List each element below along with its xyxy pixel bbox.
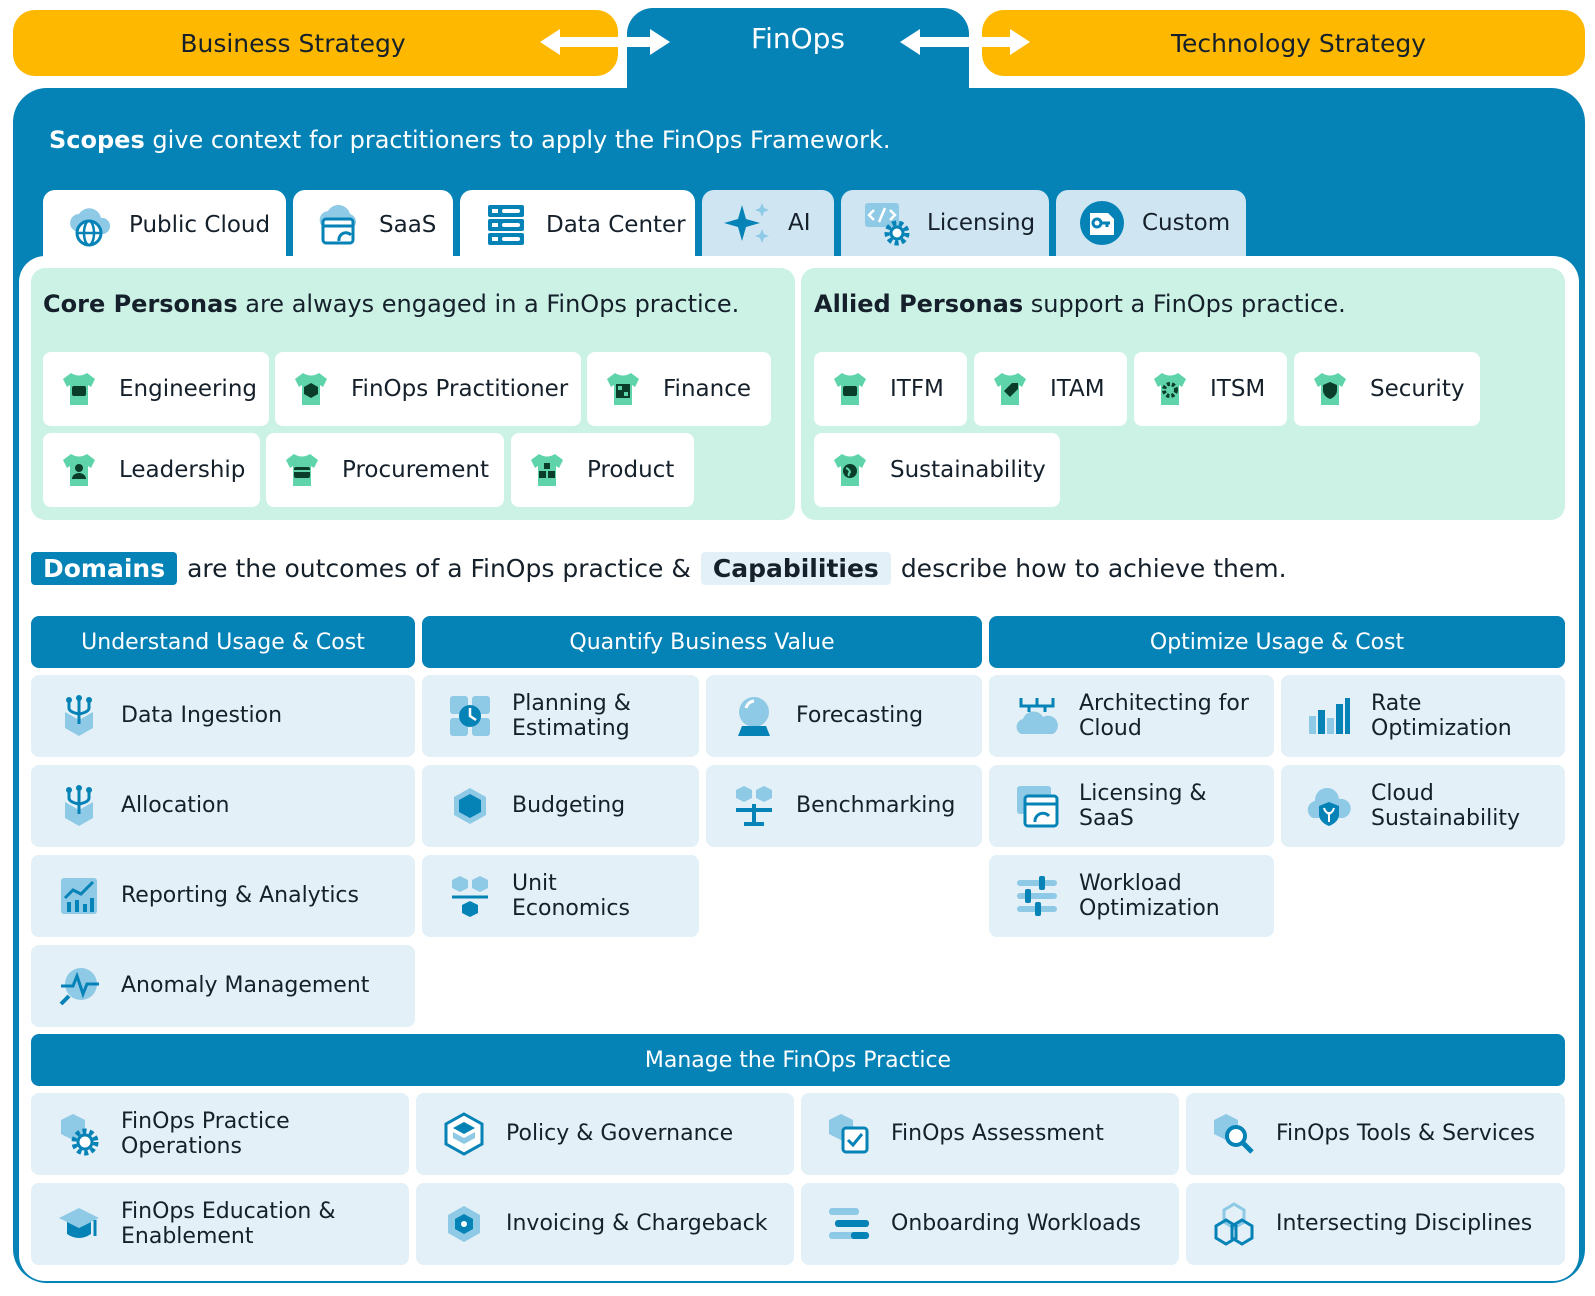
persona-itsm[interactable]: ITSM: [1134, 352, 1287, 426]
allied-personas-panel: Allied Personas support a FinOps practic…: [801, 268, 1565, 520]
server-rack-icon: [488, 205, 524, 245]
technology-strategy-pill: Technology Strategy: [982, 10, 1585, 76]
assessment-checkbox-icon: [829, 1114, 869, 1154]
capability-workload-optimization[interactable]: Workload Optimization: [989, 855, 1274, 937]
reporting-chart-icon: [61, 878, 97, 914]
persona-engineering[interactable]: Engineering: [43, 352, 269, 426]
capability-intersecting-disciplines[interactable]: Intersecting Disciplines: [1186, 1183, 1565, 1265]
domain-optimize-usage-cost[interactable]: Optimize Usage & Cost: [989, 616, 1565, 668]
persona-product[interactable]: Product: [511, 433, 694, 507]
scope-tab-public-cloud[interactable]: Public Cloud: [43, 190, 286, 260]
invoicing-hex-icon: [448, 1206, 480, 1242]
persona-itam[interactable]: ITAM: [974, 352, 1127, 426]
persona-finance[interactable]: Finance: [587, 352, 771, 426]
sparkle-icon: [724, 203, 769, 243]
scopes-intro: Scopes give context for practitioners to…: [49, 126, 891, 154]
scope-tab-data-center[interactable]: Data Center: [460, 190, 695, 260]
itfm-shirt-icon: [834, 373, 866, 405]
finance-shirt-icon: [607, 373, 639, 405]
capability-finops-practice-operations[interactable]: FinOps Practice Operations: [31, 1093, 409, 1175]
capability-budgeting[interactable]: Budgeting: [422, 765, 699, 847]
tools-search-icon: [1214, 1114, 1254, 1154]
rate-bars-icon: [1309, 698, 1350, 734]
capability-finops-assessment[interactable]: FinOps Assessment: [801, 1093, 1179, 1175]
budgeting-hexagon-icon: [454, 788, 486, 824]
licensing-window-icon: [1017, 786, 1059, 828]
capability-reporting-analytics[interactable]: Reporting & Analytics: [31, 855, 415, 937]
domains-capabilities-intro: Domains are the outcomes of a FinOps pra…: [31, 552, 1287, 585]
domain-manage-finops-practice[interactable]: Manage the FinOps Practice: [31, 1034, 1565, 1086]
persona-security[interactable]: Security: [1294, 352, 1480, 426]
capability-invoicing-chargeback[interactable]: Invoicing & Chargeback: [416, 1183, 794, 1265]
product-shirt-icon: [531, 454, 563, 486]
capability-finops-education-enablement[interactable]: FinOps Education & Enablement: [31, 1183, 409, 1265]
capability-finops-tools-services[interactable]: FinOps Tools & Services: [1186, 1093, 1565, 1175]
cloud-window-icon: [319, 205, 356, 245]
persona-leadership[interactable]: Leadership: [43, 433, 260, 507]
education-cap-icon: [59, 1208, 99, 1238]
engineering-shirt-icon: [63, 373, 95, 405]
capability-cloud-sustainability[interactable]: Cloud Sustainability: [1281, 765, 1565, 847]
capability-planning-estimating[interactable]: Planning & Estimating: [422, 675, 699, 757]
double-arrow-left-icon: [540, 29, 670, 55]
allocation-icon: [65, 785, 93, 826]
data-ingestion-icon: [65, 695, 93, 736]
scope-tab-custom[interactable]: Custom: [1056, 190, 1246, 256]
capability-benchmarking[interactable]: Benchmarking: [706, 765, 982, 847]
capability-licensing-saas[interactable]: Licensing & SaaS: [989, 765, 1274, 847]
capability-rate-optimization[interactable]: Rate Optimization: [1281, 675, 1565, 757]
allied-personas-title: Allied Personas support a FinOps practic…: [814, 290, 1346, 318]
key-badge-icon: [1080, 201, 1124, 245]
scope-tab-saas[interactable]: SaaS: [293, 190, 453, 260]
scope-tab-licensing[interactable]: Licensing: [841, 190, 1049, 256]
capabilities-chip: Capabilities: [700, 552, 891, 585]
capability-forecasting[interactable]: Forecasting: [706, 675, 982, 757]
itam-shirt-icon: [994, 373, 1026, 405]
persona-itfm[interactable]: ITFM: [814, 352, 967, 426]
double-arrow-right-icon: [900, 29, 1030, 55]
finops-title: FinOps: [751, 22, 845, 55]
onboarding-stack-icon: [829, 1208, 869, 1239]
procurement-shirt-icon: [286, 454, 318, 486]
policy-shield-icon: [444, 1112, 484, 1156]
core-personas-panel: Core Personas are always engaged in a Fi…: [31, 268, 795, 520]
business-strategy-pill: Business Strategy: [13, 10, 618, 76]
capability-data-ingestion[interactable]: Data Ingestion: [31, 675, 415, 757]
code-gear-icon: [865, 203, 910, 246]
leadership-shirt-icon: [63, 454, 95, 486]
persona-finops-practitioner[interactable]: FinOps Practitioner: [275, 352, 581, 426]
itsm-shirt-icon: [1154, 373, 1186, 405]
domain-quantify-business-value[interactable]: Quantify Business Value: [422, 616, 982, 668]
capability-unit-economics[interactable]: Unit Economics: [422, 855, 699, 937]
capability-architecting-for-cloud[interactable]: Architecting for Cloud: [989, 675, 1274, 757]
architecture-cloud-icon: [1016, 698, 1058, 734]
capability-allocation[interactable]: Allocation: [31, 765, 415, 847]
finops-header-tab: [627, 8, 969, 118]
benchmark-scale-icon: [736, 786, 772, 826]
intersecting-hexagons-icon: [1214, 1202, 1254, 1246]
sustainability-shirt-icon: [834, 454, 866, 486]
finops-practitioner-shirt-icon: [295, 373, 327, 405]
persona-sustainability[interactable]: Sustainability: [814, 433, 1060, 507]
cloud-globe-icon: [70, 208, 111, 247]
scope-tab-ai[interactable]: AI: [702, 190, 834, 256]
domain-understand-usage-cost[interactable]: Understand Usage & Cost: [31, 616, 415, 668]
capability-policy-governance[interactable]: Policy & Governance: [416, 1093, 794, 1175]
persona-procurement[interactable]: Procurement: [266, 433, 504, 507]
crystal-ball-icon: [738, 697, 770, 736]
sustainability-leaf-icon: [1307, 787, 1351, 826]
capability-onboarding-workloads[interactable]: Onboarding Workloads: [801, 1183, 1179, 1265]
practice-gear-icon: [61, 1114, 99, 1156]
core-personas-title: Core Personas are always engaged in a Fi…: [43, 290, 740, 318]
security-shirt-icon: [1314, 373, 1346, 405]
planning-calculator-icon: [450, 696, 490, 736]
workload-sliders-icon: [1017, 876, 1057, 916]
capability-anomaly-management[interactable]: Anomaly Management: [31, 945, 415, 1027]
unit-economics-icon: [452, 876, 488, 917]
anomaly-magnifier-icon: [59, 968, 99, 1006]
domains-chip: Domains: [31, 552, 178, 585]
